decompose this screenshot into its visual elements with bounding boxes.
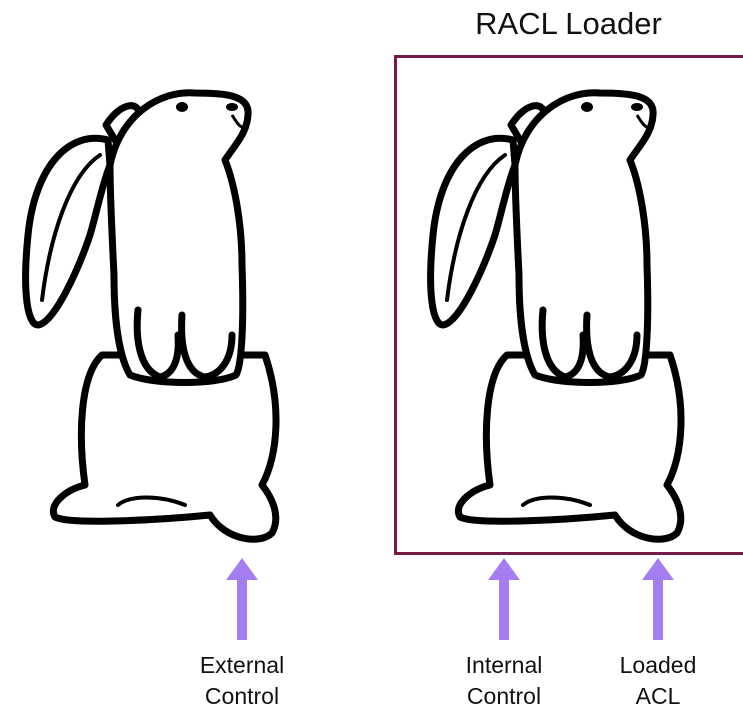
rabbit-icon	[415, 85, 705, 555]
external-control-label: External Control	[167, 650, 317, 712]
loaded-acl-arrow	[642, 558, 674, 640]
internal-control-label: Internal Control	[429, 650, 579, 712]
external-control-arrow	[226, 558, 258, 640]
internal-control-arrow	[488, 558, 520, 640]
loaded-acl-label: Loaded ACL	[583, 650, 733, 712]
loader-title: RACL Loader	[394, 6, 743, 42]
rabbit-icon	[10, 85, 300, 555]
